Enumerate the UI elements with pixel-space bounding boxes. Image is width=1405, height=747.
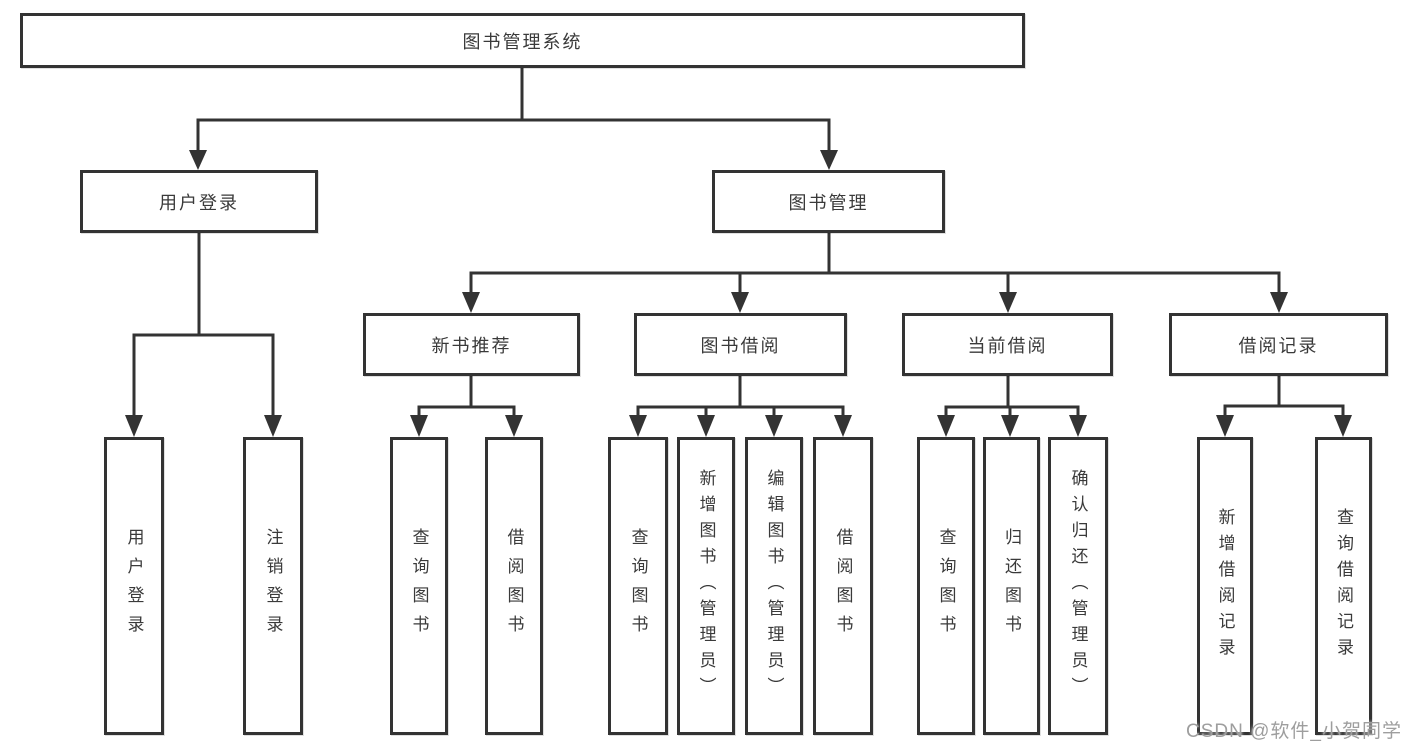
leaf-query-books-current-label: 查询图书 <box>936 528 956 644</box>
edge-root-to-level2 <box>189 68 838 170</box>
leaf-query-borrow-record: 查询借阅记录 <box>1315 437 1372 735</box>
leaf-add-borrow-record-label: 新增借阅记录 <box>1215 508 1235 664</box>
leaf-add-borrow-record: 新增借阅记录 <box>1197 437 1253 735</box>
node-root-system: 图书管理系统 <box>20 13 1025 68</box>
leaf-borrow-books: 借阅图书 <box>813 437 873 735</box>
leaf-logout: 注销登录 <box>243 437 303 735</box>
leaf-query-books-recommend-label: 查询图书 <box>409 528 429 644</box>
leaf-add-books-admin: 新增图书（管理员） <box>677 437 735 735</box>
edge-borrow-records-children <box>1216 376 1352 437</box>
node-user-login: 用户登录 <box>80 170 318 233</box>
node-borrow-records: 借阅记录 <box>1169 313 1388 376</box>
edge-user-login-children <box>125 233 282 437</box>
edge-current-borrow-children <box>937 376 1087 437</box>
leaf-edit-books-admin: 编辑图书（管理员） <box>745 437 803 735</box>
leaf-return-books: 归还图书 <box>983 437 1040 735</box>
node-root-label: 图书管理系统 <box>462 31 583 52</box>
edge-new-rec-children <box>410 376 523 437</box>
leaf-edit-books-admin-label: 编辑图书（管理员） <box>764 469 784 703</box>
leaf-query-borrow-record-label: 查询借阅记录 <box>1334 508 1353 664</box>
node-book-borrowing: 图书借阅 <box>634 313 847 376</box>
leaf-query-books-recommend: 查询图书 <box>390 437 448 735</box>
leaf-borrow-books-recommend: 借阅图书 <box>485 437 543 735</box>
leaf-logout-label: 注销登录 <box>263 528 283 644</box>
leaf-add-books-admin-label: 新增图书（管理员） <box>696 469 716 703</box>
csdn-watermark: CSDN @软件_小贺同学 <box>1186 721 1402 742</box>
node-book-management: 图书管理 <box>712 170 945 233</box>
leaf-user-login-label: 用户登录 <box>124 528 144 644</box>
leaf-return-books-label: 归还图书 <box>1002 528 1021 644</box>
edge-book-borrow-children <box>629 376 852 437</box>
leaf-query-books-borrow: 查询图书 <box>608 437 668 735</box>
node-book-management-label: 图书管理 <box>788 192 869 213</box>
leaf-query-books-borrow-label: 查询图书 <box>628 528 648 644</box>
node-book-borrowing-label: 图书借阅 <box>700 335 781 356</box>
node-new-book-recommend: 新书推荐 <box>363 313 580 376</box>
node-borrow-records-label: 借阅记录 <box>1238 335 1319 356</box>
node-new-book-recommend-label: 新书推荐 <box>431 335 512 356</box>
leaf-user-login: 用户登录 <box>104 437 164 735</box>
node-current-borrowing-label: 当前借阅 <box>967 335 1048 356</box>
leaf-query-books-current: 查询图书 <box>917 437 975 735</box>
leaf-borrow-books-recommend-label: 借阅图书 <box>504 528 524 644</box>
node-current-borrowing: 当前借阅 <box>902 313 1113 376</box>
leaf-confirm-return-admin: 确认归还（管理员） <box>1048 437 1108 735</box>
node-user-login-label: 用户登录 <box>159 192 239 213</box>
edge-book-mgmt-children <box>462 233 1288 313</box>
leaf-borrow-books-label: 借阅图书 <box>833 528 853 644</box>
leaf-confirm-return-admin-label: 确认归还（管理员） <box>1068 469 1088 703</box>
